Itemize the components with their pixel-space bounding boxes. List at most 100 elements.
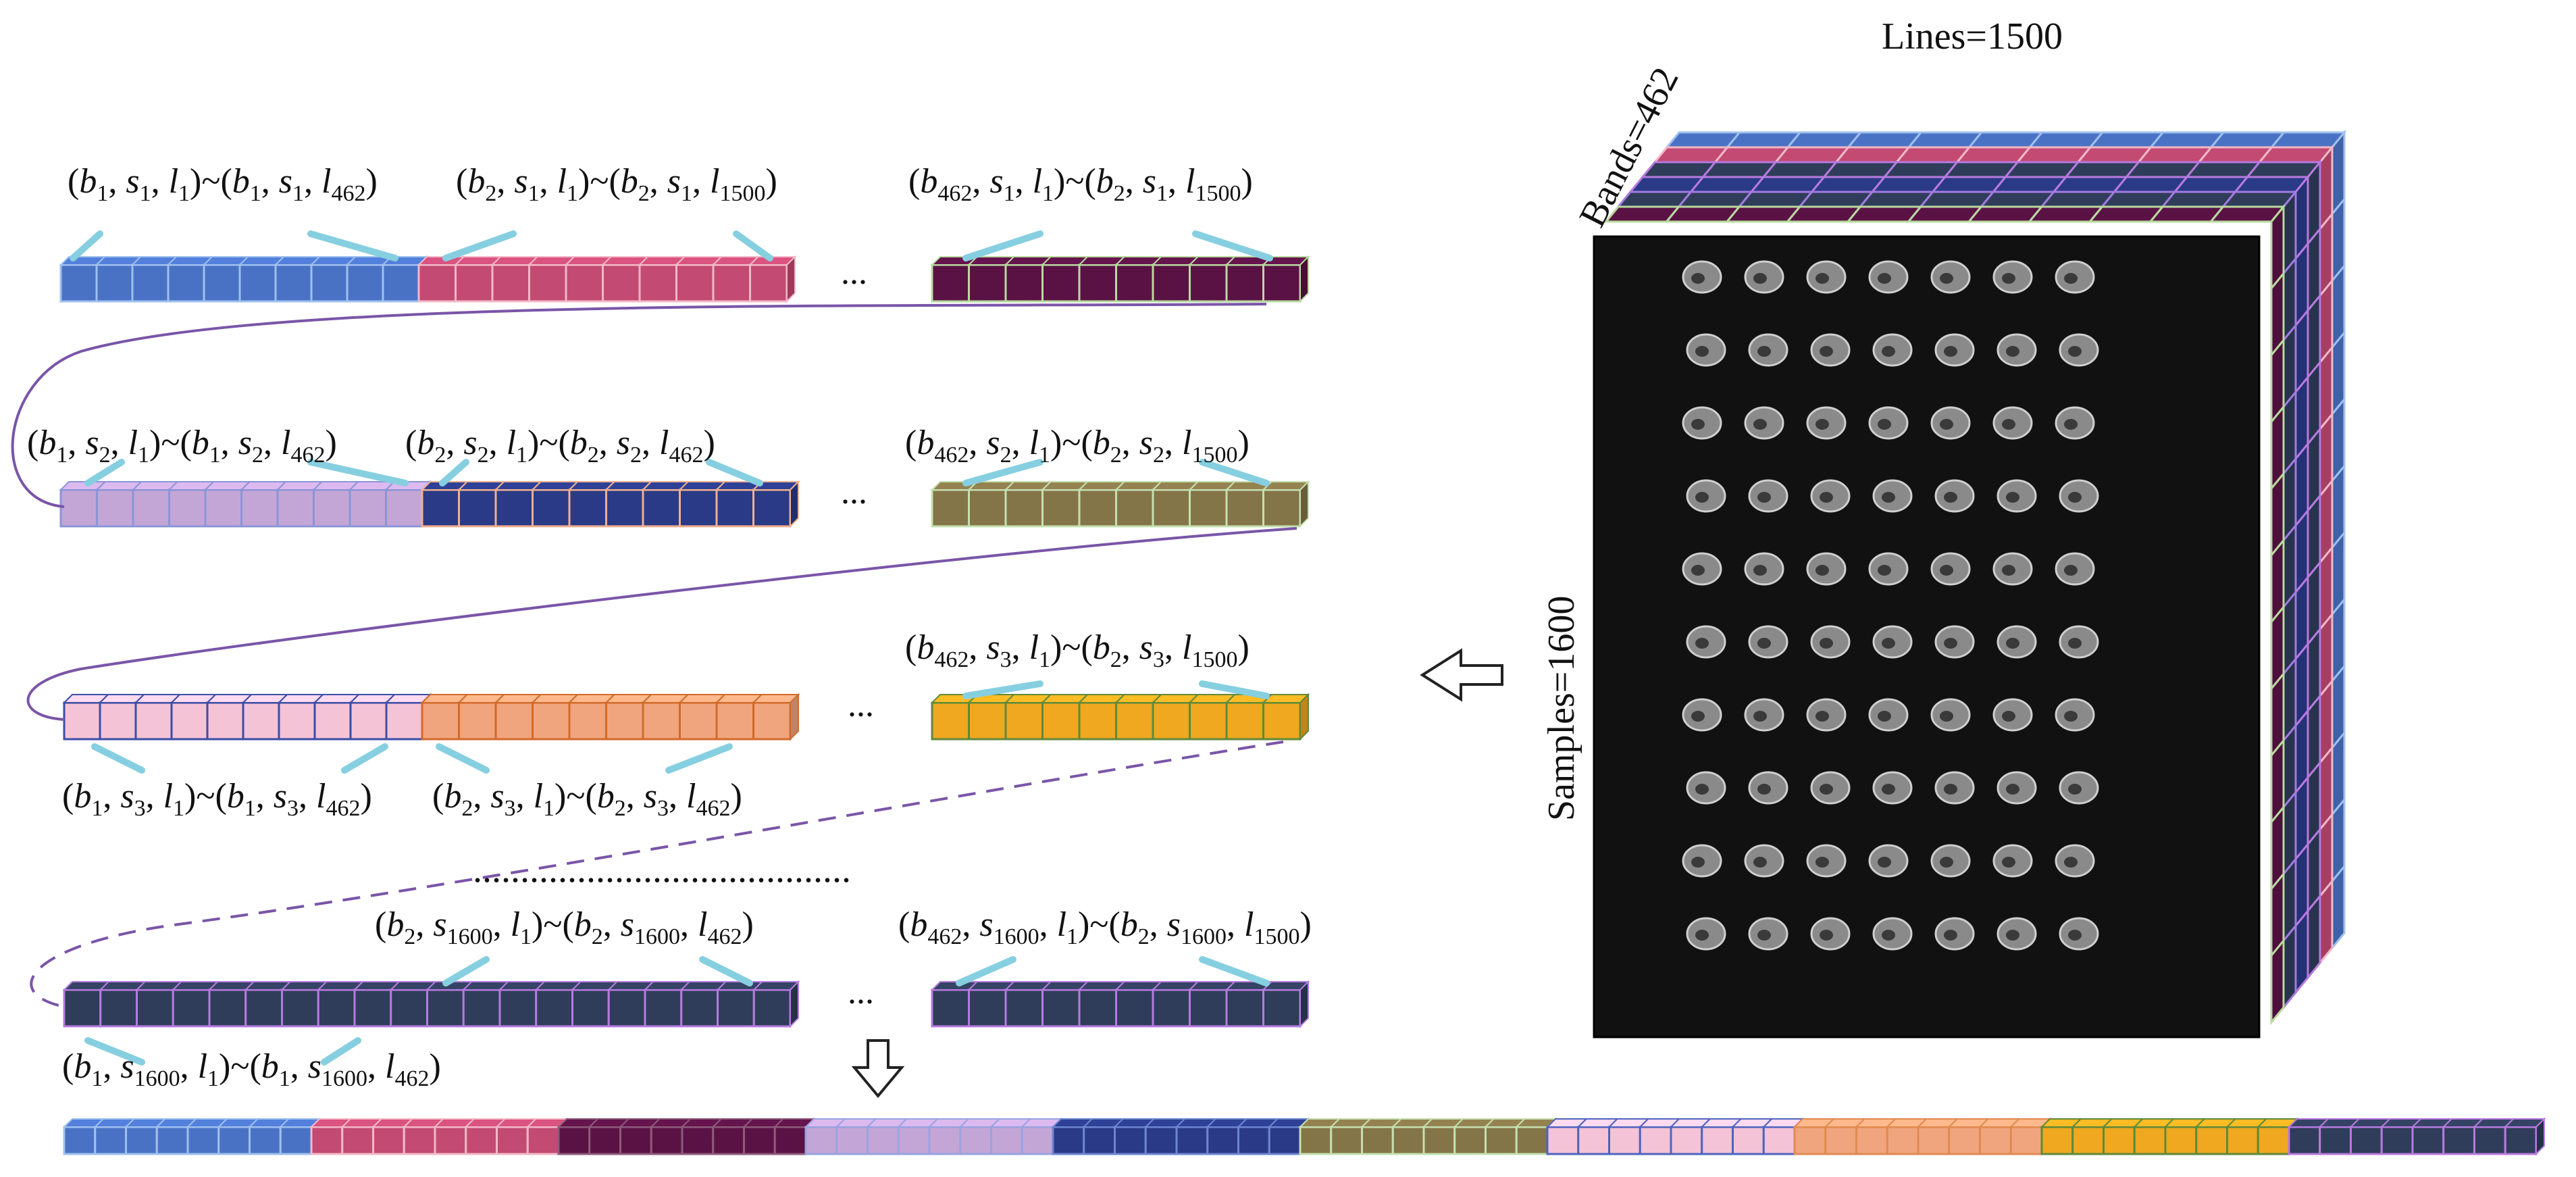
pixel-cell xyxy=(1189,489,1228,528)
pixel-cell xyxy=(99,988,138,1028)
grain-shadow xyxy=(2002,565,2015,576)
pixel-cell xyxy=(1078,988,1117,1028)
pixel-cell xyxy=(1391,1126,1425,1155)
pixel-cell xyxy=(715,489,754,528)
connector-line xyxy=(962,459,1044,486)
pixel-cell xyxy=(317,988,356,1028)
pixel-cell xyxy=(1948,1126,1981,1155)
pixel-cell xyxy=(498,988,538,1028)
pixel-cell xyxy=(1917,1126,1951,1155)
pixel-cell xyxy=(2226,1126,2259,1155)
pixel-cell xyxy=(1330,1126,1363,1155)
grain-shadow xyxy=(1757,492,1771,503)
pixel-cell xyxy=(2195,1126,2228,1155)
pixel-cell xyxy=(1152,988,1191,1028)
pixel-cell xyxy=(95,264,134,303)
strip-side xyxy=(1299,255,1309,303)
coord-label-r2-2: (b2​, s2​, l1​)~(b2​, s2​, l462​) xyxy=(405,424,715,468)
pixel-cell xyxy=(931,489,970,528)
pixel-cell xyxy=(607,988,646,1028)
grain-shadow xyxy=(1757,784,1771,795)
strip-side xyxy=(790,980,799,1028)
connector-line xyxy=(84,459,125,486)
grain-shadow xyxy=(2006,930,2019,941)
strip-side xyxy=(790,480,799,528)
pixel-cell xyxy=(1237,1126,1270,1155)
pixel-cell xyxy=(715,701,754,741)
pixel-cell xyxy=(242,701,280,741)
pixel-cell xyxy=(458,701,497,741)
pixel-cell xyxy=(679,701,718,741)
pixel-cell xyxy=(1041,988,1081,1028)
connector-line xyxy=(442,230,517,261)
scan-curve-1 xyxy=(11,303,1267,508)
connector-line xyxy=(439,459,469,486)
pixel-cell xyxy=(680,988,719,1028)
grain-shadow xyxy=(1882,346,1895,357)
pixel-cell xyxy=(712,264,751,303)
pixel-cell xyxy=(1175,1126,1209,1155)
pixel-cell xyxy=(279,1126,313,1155)
connector-line xyxy=(442,956,490,986)
pixel-cell xyxy=(310,264,349,303)
pixel-cell xyxy=(1225,988,1264,1028)
pixel-cell xyxy=(217,1126,251,1155)
pixel-cell xyxy=(134,701,173,741)
strip-r1-b462 xyxy=(930,255,1310,303)
pixel-cell xyxy=(1189,264,1228,303)
pixel-cell xyxy=(131,264,170,303)
pixel-cell xyxy=(1189,701,1228,741)
ellipsis-row-1: ... xyxy=(841,253,867,292)
pixel-cell xyxy=(1041,701,1081,741)
pixel-cell xyxy=(455,264,494,303)
sample-grains xyxy=(1682,260,2099,951)
grain-shadow xyxy=(1753,565,1767,576)
pixel-cell xyxy=(528,264,567,303)
pixel-cell xyxy=(426,988,465,1028)
pixel-cell xyxy=(203,264,241,303)
pixel-cell xyxy=(2411,1126,2445,1155)
grain-shadow xyxy=(1820,930,1833,941)
bottom-strip-segment xyxy=(1051,1117,1310,1156)
dotted-separator: ........................................ xyxy=(473,849,851,891)
pixel-cell xyxy=(1361,1126,1394,1155)
pixel-cell xyxy=(204,489,242,528)
scan-order-curves xyxy=(11,303,1297,1008)
grain-shadow xyxy=(1695,638,1709,649)
connector-line xyxy=(84,1037,145,1066)
pixel-cell xyxy=(557,1126,591,1155)
grain-shadow xyxy=(1878,273,1891,284)
grain-shadow xyxy=(1882,638,1895,649)
pixel-cell xyxy=(313,489,351,528)
pixel-cell xyxy=(249,1126,282,1155)
pixel-cell xyxy=(867,1126,900,1155)
pixel-cell xyxy=(341,1126,374,1155)
pixel-cell xyxy=(752,489,792,528)
pixel-cell xyxy=(1979,1126,2012,1155)
grain-shadow xyxy=(2064,565,2078,576)
pixel-cell xyxy=(675,264,715,303)
pixel-cell xyxy=(1262,701,1302,741)
pixel-cell xyxy=(1515,1126,1549,1155)
grain-shadow xyxy=(1695,930,1709,941)
bottom-strip-segment xyxy=(1298,1117,1557,1156)
strip-side xyxy=(790,693,799,741)
pixel-cell xyxy=(96,489,134,528)
connector-line xyxy=(706,459,763,486)
coord-label-r3-3: (b462​, s3​, l1​)~(b2​, s3​, l1500​) xyxy=(905,628,1250,672)
pixel-cell xyxy=(276,489,315,528)
grain-shadow xyxy=(1878,711,1891,722)
connector-line xyxy=(307,459,409,486)
pixel-cell xyxy=(1577,1126,1610,1155)
connector-line xyxy=(70,230,103,261)
pixel-cell xyxy=(931,701,970,741)
pixel-cell xyxy=(310,1126,344,1155)
pixel-cell xyxy=(602,264,641,303)
pixel-cell xyxy=(712,1126,745,1155)
pixel-cell xyxy=(571,988,610,1028)
pixel-cell xyxy=(63,988,102,1028)
pixel-cell xyxy=(1225,701,1264,741)
grain-shadow xyxy=(1757,930,1771,941)
grain-shadow xyxy=(1757,638,1771,649)
pixel-cell xyxy=(1453,1126,1487,1155)
